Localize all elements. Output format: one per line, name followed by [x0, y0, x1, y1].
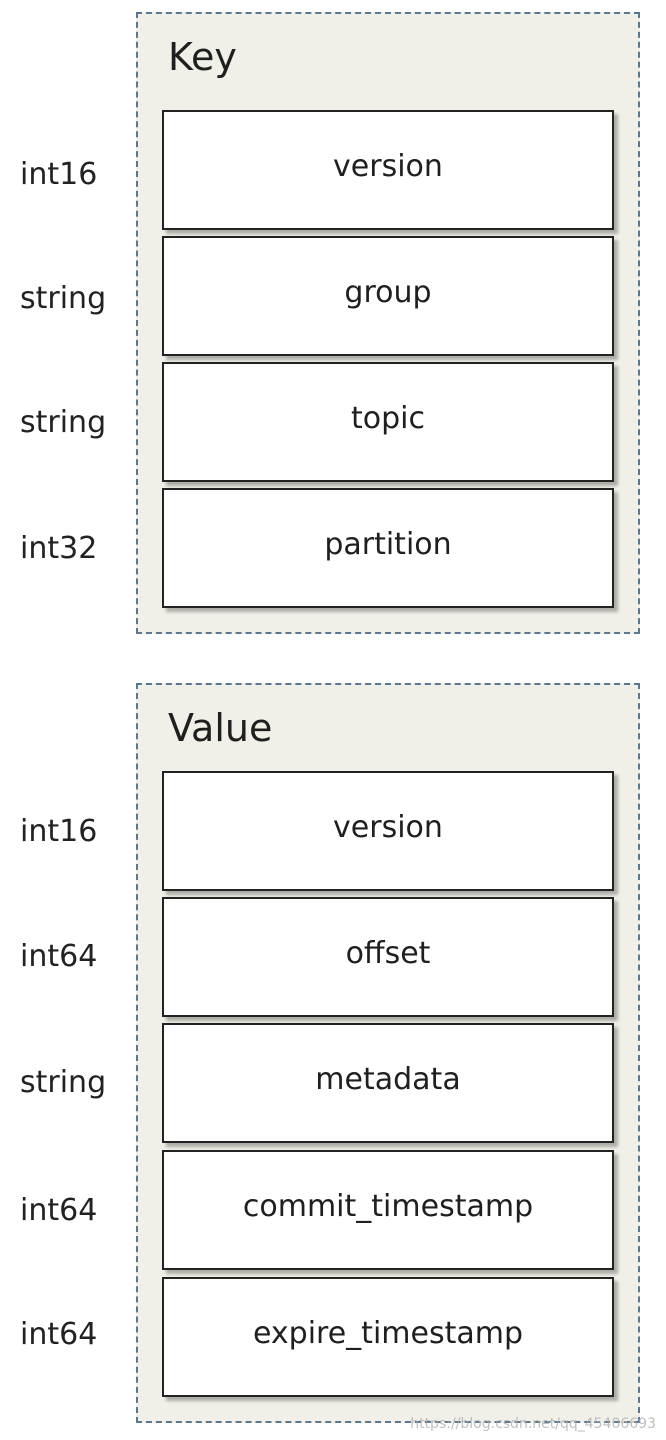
- value-type-commit-timestamp: int64: [20, 1193, 98, 1228]
- value-field-expire-timestamp: expire_timestamp: [162, 1277, 614, 1397]
- key-field-topic: topic: [162, 362, 614, 482]
- value-type-version: int16: [20, 814, 98, 849]
- value-field-commit-timestamp-label: commit_timestamp: [242, 1188, 534, 1224]
- value-field-expire-timestamp-label: expire_timestamp: [252, 1315, 523, 1351]
- key-field-partition: partition: [162, 488, 614, 608]
- key-type-version: int16: [20, 157, 98, 192]
- key-field-version: version: [162, 110, 614, 230]
- value-field-version-label: version: [333, 809, 443, 845]
- value-type-metadata: string: [20, 1065, 107, 1100]
- key-type-group: string: [20, 281, 107, 316]
- value-field-version: version: [162, 771, 614, 891]
- key-field-topic-label: topic: [351, 400, 425, 436]
- value-field-metadata: metadata: [162, 1023, 614, 1143]
- value-type-offset: int64: [20, 939, 98, 974]
- key-type-partition: int32: [20, 531, 98, 566]
- value-group-title: Value: [168, 706, 273, 750]
- value-type-expire-timestamp: int64: [20, 1317, 98, 1352]
- key-group-title: Key: [168, 35, 237, 79]
- key-field-partition-label: partition: [324, 526, 452, 562]
- key-type-topic: string: [20, 405, 107, 440]
- key-group-box: Key version group topic partition: [136, 12, 640, 634]
- value-field-offset: offset: [162, 897, 614, 1017]
- key-field-version-label: version: [333, 148, 443, 184]
- value-group-box: Value version offset metadata commit_tim…: [136, 683, 640, 1423]
- watermark: https://blog.csdn.net/qq_45406693: [410, 1416, 656, 1432]
- key-field-group-label: group: [344, 274, 432, 310]
- value-field-offset-label: offset: [345, 935, 431, 971]
- value-field-commit-timestamp: commit_timestamp: [162, 1150, 614, 1270]
- value-field-metadata-label: metadata: [315, 1061, 461, 1097]
- key-field-group: group: [162, 236, 614, 356]
